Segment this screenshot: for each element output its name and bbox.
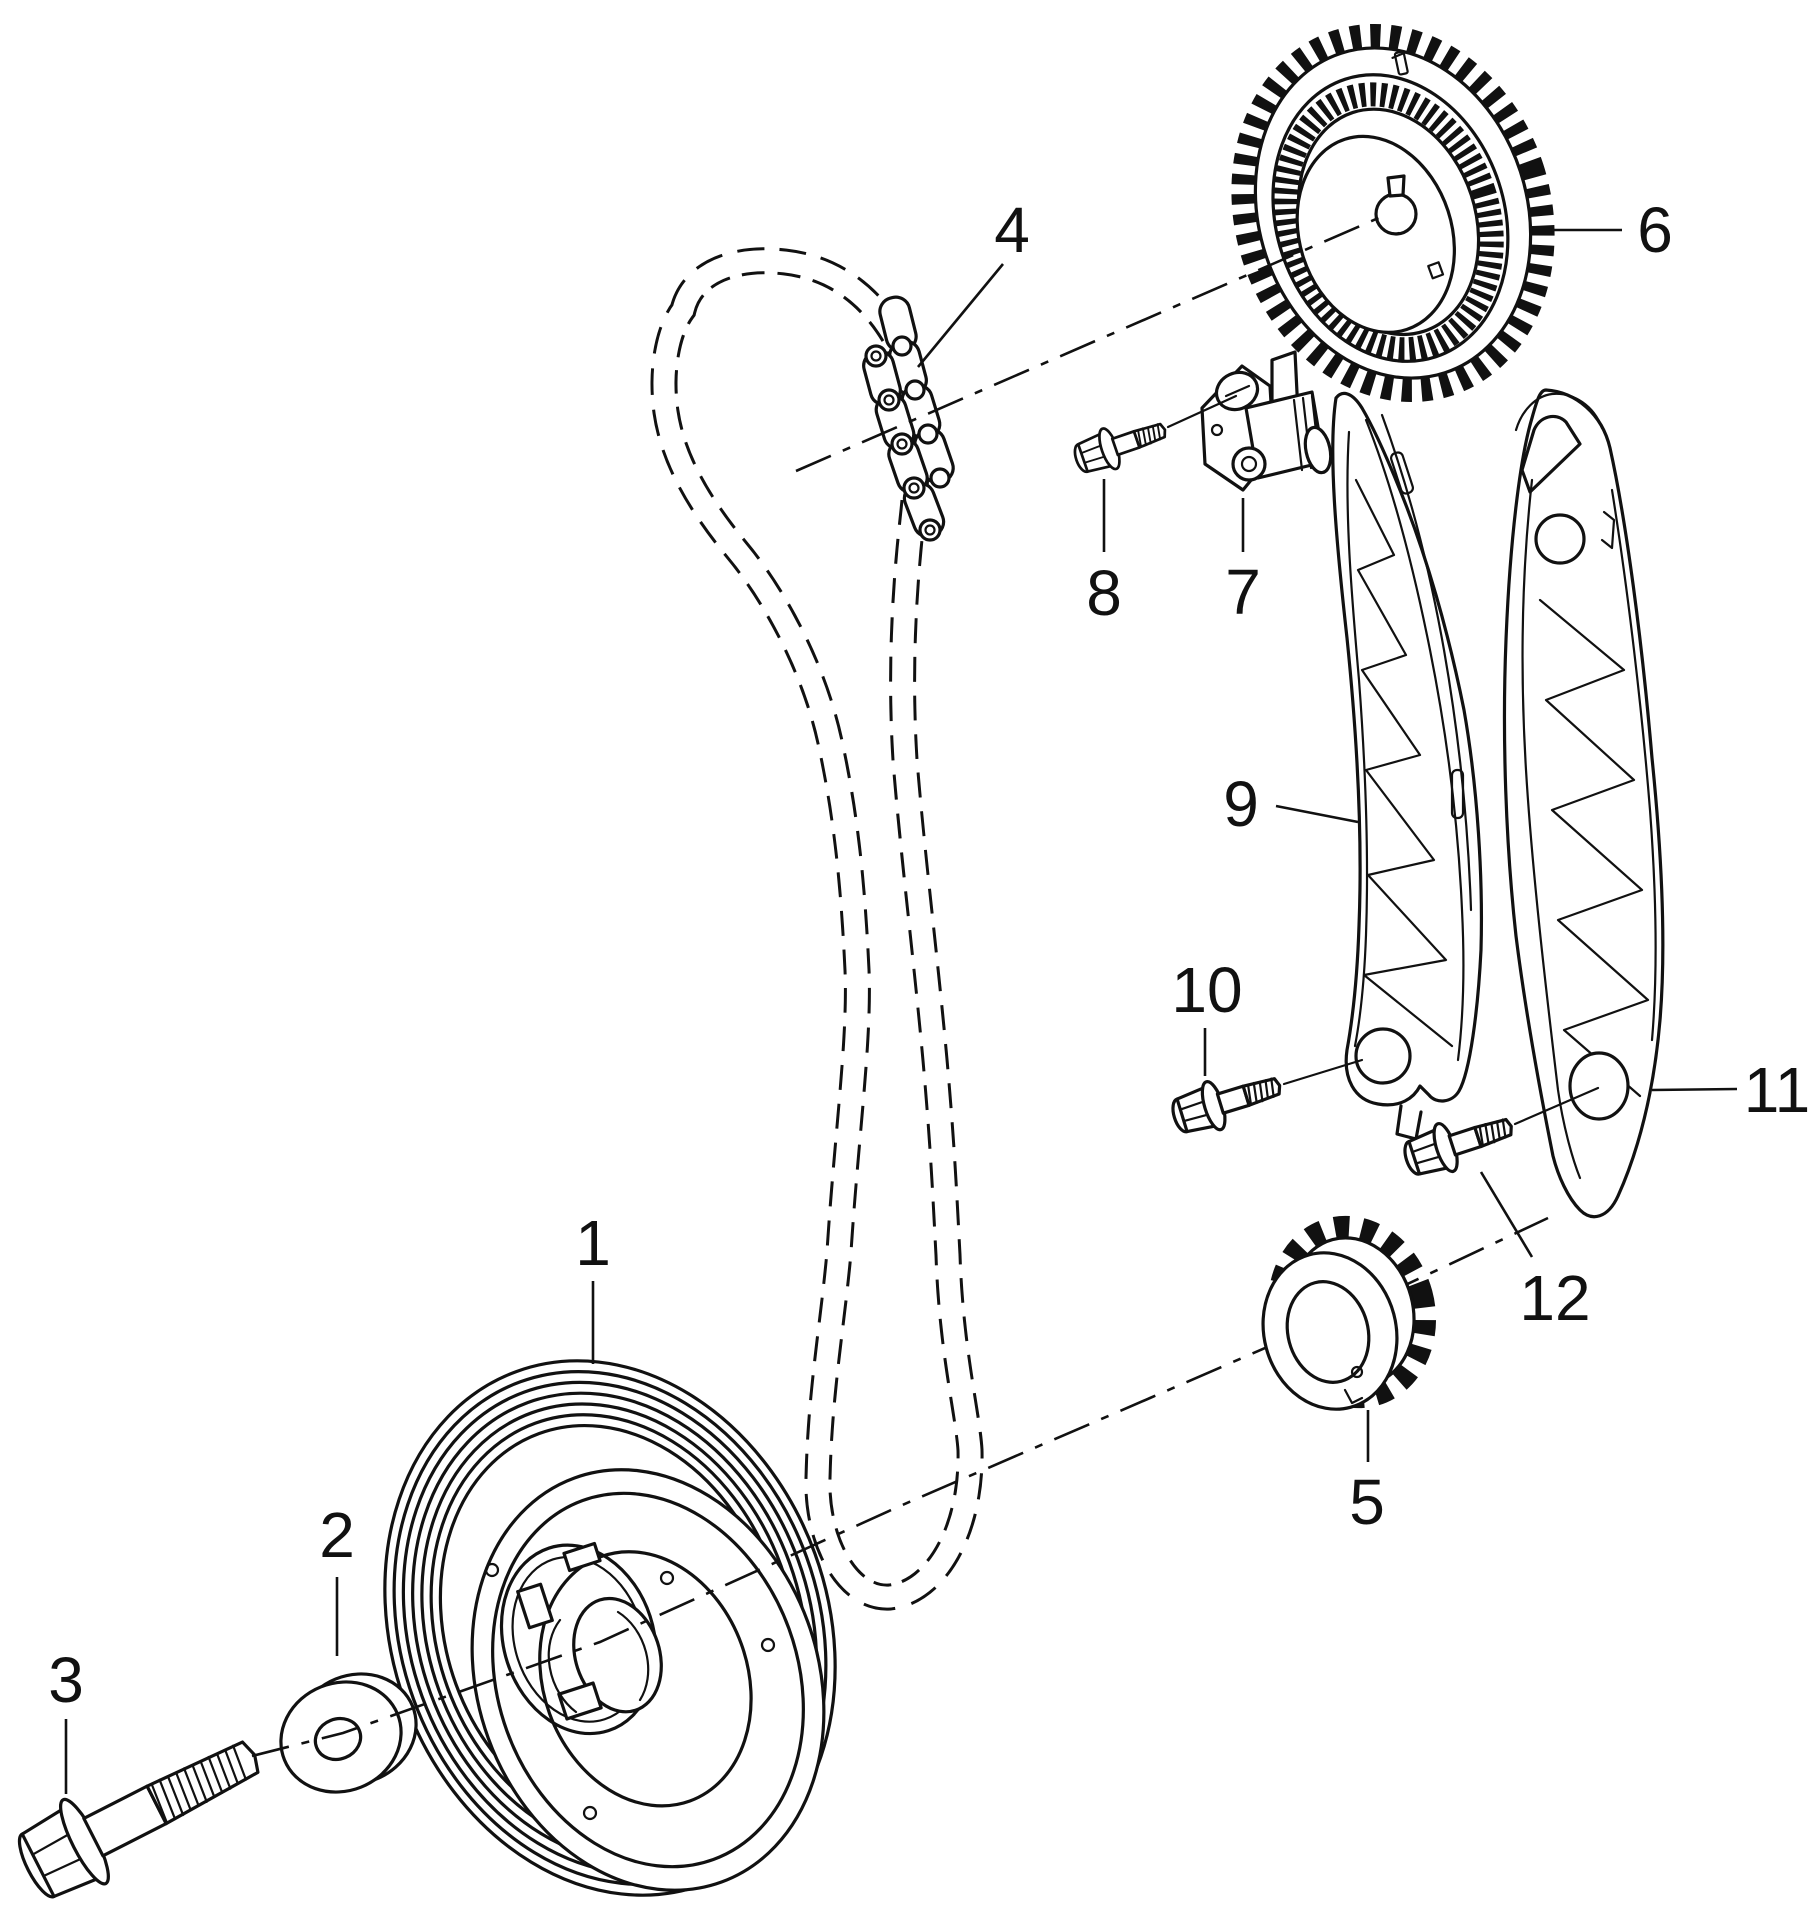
callout-11: 11 (1744, 1054, 1810, 1126)
leader-9 (1275, 804, 1359, 824)
chain-links-detail (862, 295, 955, 542)
chain-tensioner (1200, 350, 1333, 492)
callout-5: 5 (1349, 1466, 1385, 1538)
callout-3: 3 (48, 1644, 84, 1716)
camshaft-sprocket (1231, 23, 1555, 403)
callout-8: 8 (1086, 557, 1122, 629)
callout-2: 2 (319, 1499, 355, 1571)
guide-bolt-right (1397, 1100, 1521, 1186)
guide-bolt-left (1165, 1059, 1289, 1144)
bolt8-alignment-line (1166, 394, 1238, 429)
callout-1: 1 (575, 1207, 611, 1279)
callout-7: 7 (1225, 556, 1261, 628)
callout-12: 12 (1519, 1262, 1590, 1334)
tensioner-bolt (1068, 408, 1174, 482)
sprocket-set-screw (1391, 50, 1409, 76)
leader-12 (1479, 1171, 1534, 1258)
crankshaft-sprocket (1261, 1215, 1437, 1411)
chain-guide-left (1331, 391, 1484, 1141)
camshaft-axis-line (795, 211, 1391, 473)
crankshaft-pulley (383, 1359, 837, 1897)
leader-4 (916, 263, 1005, 368)
callout-10: 10 (1171, 954, 1242, 1026)
callout-9: 9 (1223, 768, 1259, 840)
leader-11 (1651, 1087, 1738, 1092)
pulley-bolt (17, 1740, 260, 1899)
bolt10-alignment-line (1282, 1058, 1364, 1086)
callout-6: 6 (1637, 194, 1673, 266)
chain-guide-right (1502, 388, 1665, 1219)
bolt12-alignment-line (1513, 1086, 1600, 1126)
callout-4: 4 (994, 194, 1030, 266)
